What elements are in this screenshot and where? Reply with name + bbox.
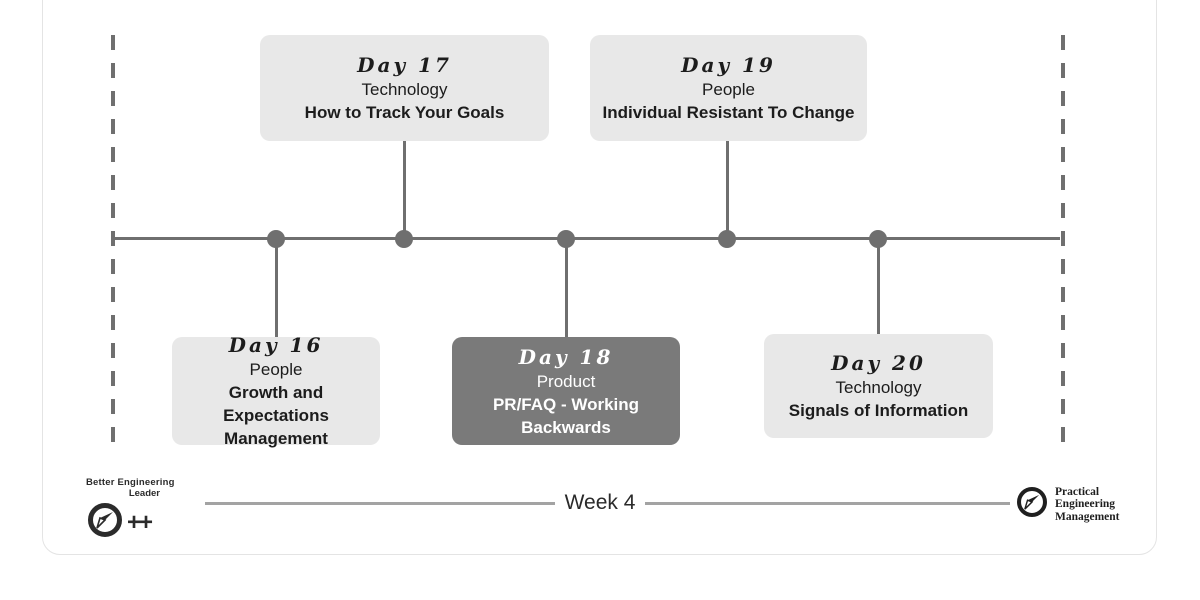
brand-right-line3: Management: [1055, 510, 1120, 523]
day-card-16: Day 16 People Growth and Expectations Ma…: [172, 333, 380, 448]
day-card-18: Day 18 Product PR/FAQ - Working Backward…: [452, 337, 680, 445]
right-boundary-dashed-line: [1061, 35, 1065, 448]
day-card-17: Day 17 Technology How to Track Your Goal…: [260, 35, 549, 141]
day-label: Day 18: [518, 344, 614, 369]
day-title: Signals of Information: [788, 401, 969, 420]
left-boundary-dashed-line: [111, 35, 115, 448]
day-title: Growth and Expectations Management: [223, 383, 329, 448]
day-title: PR/FAQ - Working Backwards: [492, 394, 640, 437]
day-label: Day 17: [357, 53, 452, 77]
brand-left-line1: Better Engineering: [86, 477, 175, 488]
better-engineering-leader-logo: Better Engineering Leader ++: [86, 477, 176, 544]
day-category: Product: [536, 371, 596, 391]
connector-day-19: [725, 141, 729, 239]
day-label: Day 16: [228, 333, 324, 357]
week-label: Week 4: [564, 491, 636, 514]
connector-day-20: [876, 239, 880, 335]
week-divider-left: [205, 502, 555, 505]
day-card-20: Day 20 Technology Signals of Information: [764, 334, 993, 438]
day-category: People: [702, 80, 755, 99]
timeline-axis: [113, 237, 1060, 240]
day-card-19: Day 19 People Individual Resistant To Ch…: [590, 35, 867, 141]
timeline-dot-day-19: [718, 230, 736, 248]
timeline-dot-day-20: [869, 230, 887, 248]
compass-icon: [1015, 485, 1049, 524]
connector-day-17: [402, 141, 406, 239]
timeline-dot-day-18: [557, 230, 575, 248]
brand-right-line2: Engineering: [1055, 498, 1116, 511]
connector-day-16: [274, 239, 278, 339]
day-category: People: [249, 360, 303, 379]
brand-right-line1: Practical: [1055, 485, 1100, 498]
day-category: Technology: [835, 378, 922, 397]
brand-left-suffix: ++: [127, 508, 153, 536]
day-label: Day 20: [831, 351, 926, 375]
day-category: Technology: [361, 80, 448, 99]
connector-day-18: [564, 239, 568, 339]
compass-icon: [86, 501, 124, 544]
brand-left-line2: Leader: [128, 488, 160, 499]
day-title: How to Track Your Goals: [304, 103, 505, 122]
timeline-dot-day-16: [267, 230, 285, 248]
practical-engineering-management-logo: Practical Engineering Management: [1015, 485, 1120, 524]
day-title: Individual Resistant To Change: [602, 103, 855, 122]
timeline-dot-day-17: [395, 230, 413, 248]
day-label: Day 19: [681, 53, 776, 77]
week-divider-right: [645, 502, 1010, 505]
